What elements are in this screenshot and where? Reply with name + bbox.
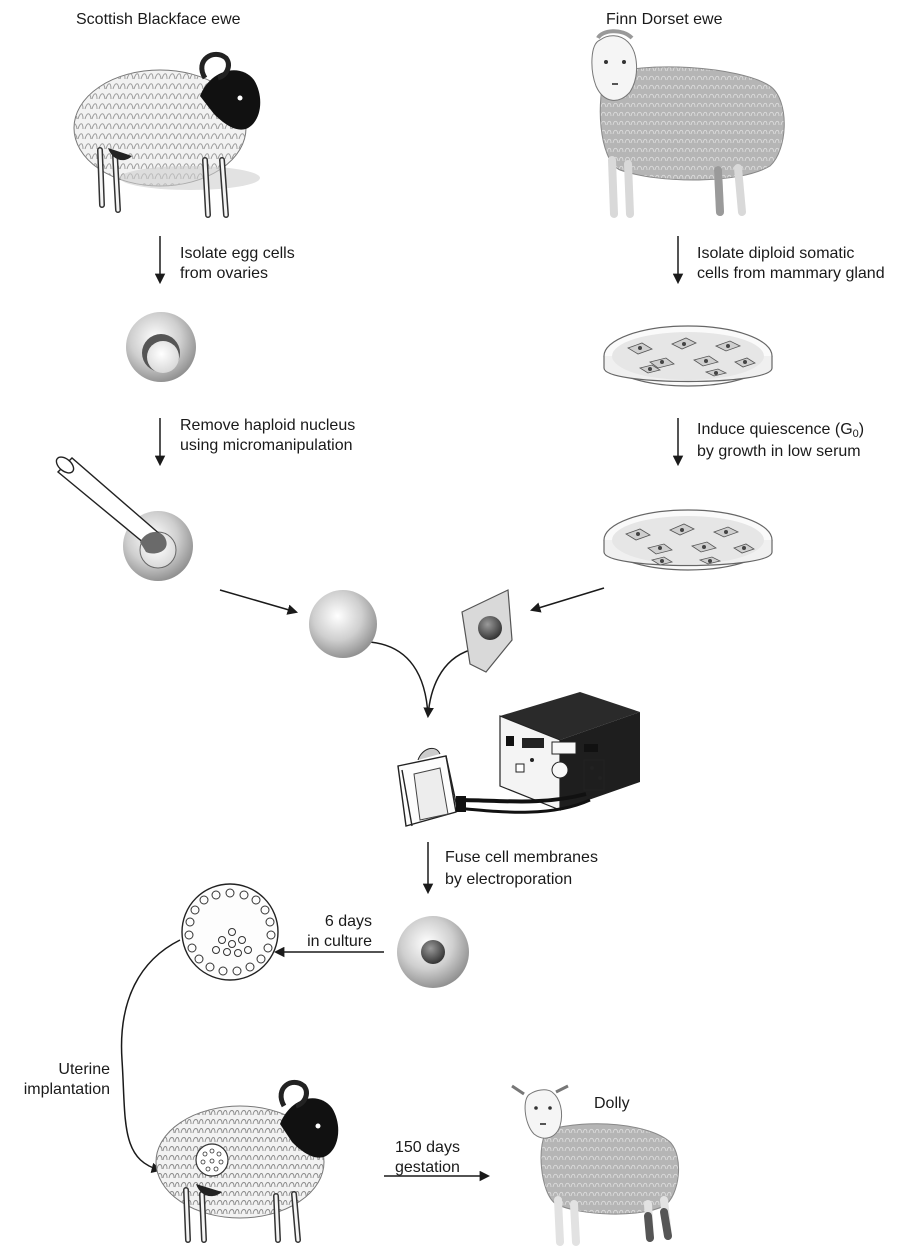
- finn-dorset-ewe-illustration: [592, 31, 784, 214]
- fuse-membranes-label-line1: Fuse cell membranes: [445, 848, 598, 868]
- reconstructed-embryo-cell: [397, 916, 469, 988]
- enucleated-egg-cell: [309, 590, 377, 658]
- dolly-label: Dolly: [594, 1094, 630, 1114]
- isolate-egg-label-line2: from ovaries: [180, 264, 268, 284]
- induce-close: ): [859, 421, 864, 438]
- isolate-egg-label-line1: Isolate egg cells: [180, 244, 295, 264]
- induce-quiescence-label-line2: by growth in low serum: [697, 442, 861, 462]
- induce-text: Induce quiescence (G: [697, 421, 853, 438]
- micropipette-enucleation: [53, 454, 193, 581]
- blastocyst: [182, 884, 278, 980]
- gestation-label-line1: 150 days: [395, 1138, 460, 1158]
- isolate-somatic-label-line1: Isolate diploid somatic: [697, 244, 854, 264]
- remove-nucleus-label-line2: using micromanipulation: [180, 436, 353, 456]
- remove-nucleus-label-line1: Remove haploid nucleus: [180, 416, 355, 436]
- gestation-label-line2: gestation: [395, 1158, 460, 1178]
- uterine-label-line2: implantation: [0, 1080, 110, 1100]
- converging-arrows: [220, 588, 604, 716]
- culture-label-line1: 6 days: [300, 912, 372, 932]
- isolate-somatic-label-line2: cells from mammary gland: [697, 264, 917, 284]
- surrogate-ewe-illustration: [156, 1082, 338, 1240]
- scottish-blackface-ewe-illustration: [74, 54, 260, 215]
- scottish-ewe-label: Scottish Blackface ewe: [76, 10, 241, 30]
- quiescent-cell-culture-dish: [604, 510, 772, 570]
- fuse-membranes-label-line2: by electroporation: [445, 870, 572, 890]
- finn-ewe-label: Finn Dorset ewe: [606, 10, 723, 30]
- induce-quiescence-label-line1: Induce quiescence (G0): [697, 420, 864, 444]
- culture-label-line2: in culture: [280, 932, 372, 952]
- somatic-donor-cell: [462, 590, 512, 672]
- electroporation-apparatus: [500, 692, 640, 810]
- uterine-label-line1: Uterine: [10, 1060, 110, 1080]
- egg-cell-with-nucleus: [126, 312, 196, 382]
- mammary-cell-culture-dish: [604, 326, 772, 386]
